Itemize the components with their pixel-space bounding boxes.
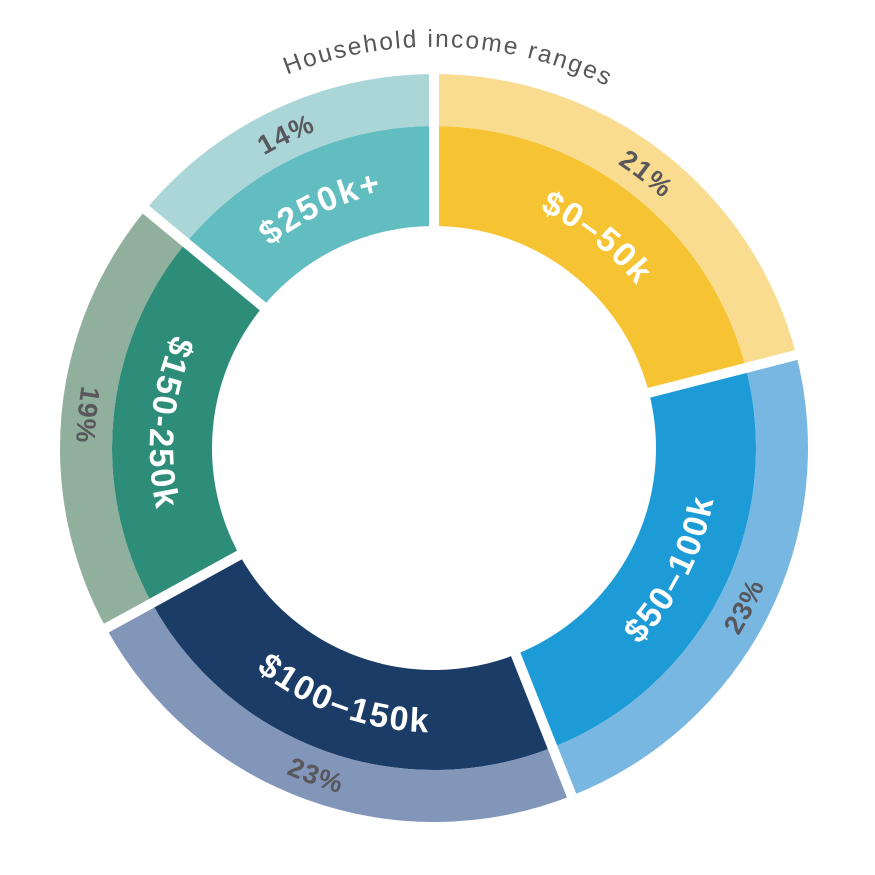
separators-layer — [96, 66, 806, 806]
segment-250k-plus-outer-arc — [145, 74, 434, 243]
segment-250k-plus-inner-arc — [185, 126, 434, 307]
segment-50-100k-outer-arc — [552, 354, 809, 796]
segment-separator — [96, 443, 437, 637]
segment-100-150k-inner-arc — [151, 554, 553, 771]
segment-250k-plus — [145, 74, 434, 307]
segment-0-50k-outer-arc — [434, 74, 797, 368]
segment-separator — [429, 446, 580, 806]
segment-150-250k-percent-text: 19% — [70, 384, 104, 444]
segment-50-100k — [515, 354, 809, 796]
segment-150-250k-inner-arc — [112, 242, 263, 604]
segment-separator — [136, 200, 438, 452]
segment-150-250k-percent: 19% — [70, 384, 105, 444]
segment-0-50k — [434, 74, 797, 393]
segment-100-150k — [106, 554, 572, 823]
segments-layer — [59, 74, 809, 823]
segment-separator — [432, 348, 806, 453]
segment-50-100k-inner-arc — [515, 367, 756, 748]
segment-0-50k-inner-arc — [434, 125, 746, 393]
segment-150-250k — [59, 209, 263, 629]
segment-100-150k-outer-arc — [106, 603, 572, 823]
segment-150-250k-outer-arc — [59, 209, 186, 629]
